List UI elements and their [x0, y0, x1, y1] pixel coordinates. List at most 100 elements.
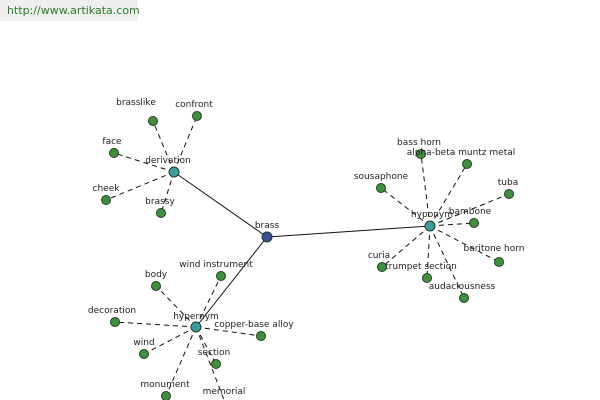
edge-hypernym-decoration: [114, 321, 197, 328]
leaf-node-decoration[interactable]: decoration: [88, 306, 136, 327]
edge-hypernym-monument: [165, 326, 197, 397]
leaf-node-brasslike[interactable]: brasslike: [116, 98, 158, 126]
leaf-label-decoration: decoration: [88, 306, 136, 316]
leaf-marker-baritone-horn[interactable]: [494, 257, 504, 267]
edge-derivation-brasslike: [152, 120, 175, 173]
leaf-marker-sousaphone[interactable]: [376, 183, 386, 193]
relation-label-hyponym: hyponym: [411, 210, 453, 220]
leaf-node-alpha-beta-muntz-metal[interactable]: alpha-beta muntz metal: [407, 148, 516, 169]
leaf-label-body: body: [145, 270, 168, 280]
leaf-node-tuba[interactable]: tuba: [498, 178, 518, 199]
leaf-node-sousaphone[interactable]: sousaphone: [354, 172, 409, 193]
leaf-label-trumpet-section: trumpet section: [385, 262, 457, 272]
center-marker-brass[interactable]: [261, 231, 273, 243]
edge-hyponym-curia: [381, 225, 431, 268]
edge-hyponym-baritone-horn: [429, 225, 500, 263]
relation-node-hypernym[interactable]: hypernym: [173, 312, 219, 333]
relation-label-hypernym: hypernym: [173, 312, 219, 322]
leaf-label-confront: confront: [175, 100, 213, 110]
leaf-node-wind-instrument[interactable]: wind instrument: [179, 260, 253, 281]
edge-hypernym-section: [195, 326, 217, 365]
source-url-link[interactable]: http://www.artikata.com: [7, 4, 140, 17]
leaf-node-wind[interactable]: wind: [133, 338, 155, 359]
relation-marker-hyponym[interactable]: [424, 220, 436, 232]
edge-brass-hypernym: [195, 236, 268, 328]
leaf-node-cheek[interactable]: cheek: [93, 184, 121, 205]
edge-hyponym-bass-horn: [420, 153, 431, 227]
leaf-node-copper-base-alloy[interactable]: copper-base alloy: [214, 320, 294, 341]
edge-hyponym-sousaphone: [380, 187, 431, 227]
leaf-marker-section[interactable]: [211, 359, 221, 369]
leaf-node-audaciousness[interactable]: audaciousness: [429, 282, 496, 303]
leaf-label-tuba: tuba: [498, 178, 518, 188]
edge-derivation-face: [113, 152, 175, 173]
leaf-label-brassy: brassy: [145, 197, 175, 207]
edge-hypernym-wind-instrument: [195, 275, 222, 328]
leaf-marker-cheek[interactable]: [101, 195, 111, 205]
center-node-brass[interactable]: brass: [255, 221, 280, 243]
edge-hyponym-audaciousness: [429, 225, 465, 299]
leaf-marker-face[interactable]: [109, 148, 119, 158]
leaf-marker-trumpet-section[interactable]: [422, 273, 432, 283]
nodes-layer: brasslike confront face cheek brassy bass hor…: [88, 98, 525, 400]
leaf-marker-tuba[interactable]: [504, 189, 514, 199]
leaf-label-wind: wind: [133, 338, 154, 348]
leaf-node-section[interactable]: section: [198, 348, 230, 369]
leaf-node-confront[interactable]: confront: [175, 100, 213, 121]
edge-derivation-cheek: [105, 171, 175, 201]
leaf-marker-bass-horn[interactable]: [416, 149, 426, 159]
leaf-node-monument[interactable]: monument: [140, 380, 190, 400]
leaf-node-bambone[interactable]: bambone: [449, 207, 492, 228]
leaf-label-curia: curia: [368, 251, 390, 261]
leaf-label-brasslike: brasslike: [116, 98, 156, 108]
leaf-node-bass-horn[interactable]: bass horn: [397, 138, 441, 159]
leaf-marker-brassy[interactable]: [156, 208, 166, 218]
relation-marker-hypernym[interactable]: [190, 321, 202, 333]
leaf-node-brassy[interactable]: brassy: [145, 197, 175, 218]
edge-derivation-confront: [173, 115, 198, 173]
edge-hyponym-bambone: [429, 222, 475, 227]
leaf-marker-curia[interactable]: [377, 262, 387, 272]
relation-node-hyponym[interactable]: hyponym: [411, 210, 453, 232]
edge-brass-derivation: [173, 171, 268, 238]
edge-hypernym-copper-base-alloy: [195, 326, 262, 337]
leaf-marker-wind-instrument[interactable]: [216, 271, 226, 281]
edges-layer: [105, 115, 510, 400]
edge-hypernym-memorial: [195, 326, 225, 400]
leaf-marker-wind[interactable]: [139, 349, 149, 359]
leaf-node-trumpet-section[interactable]: trumpet section: [385, 262, 457, 283]
leaf-marker-decoration[interactable]: [110, 317, 120, 327]
leaf-label-monument: monument: [140, 380, 190, 390]
leaf-marker-monument[interactable]: [161, 391, 171, 400]
edge-hypernym-wind: [143, 326, 197, 355]
leaf-label-section: section: [198, 348, 230, 358]
relation-marker-derivation[interactable]: [168, 166, 180, 178]
leaf-marker-confront[interactable]: [192, 111, 202, 121]
leaf-label-baritone-horn: baritone horn: [463, 244, 524, 254]
url-banner: http://www.artikata.com: [0, 0, 140, 21]
leaf-label-bambone: bambone: [449, 207, 492, 217]
leaf-marker-body[interactable]: [151, 281, 161, 291]
leaf-node-curia[interactable]: curia: [368, 251, 390, 272]
edge-hypernym-body: [155, 285, 197, 328]
leaf-node-baritone-horn[interactable]: baritone horn: [463, 244, 525, 267]
relation-node-derivation[interactable]: derivation: [145, 156, 191, 178]
leaf-marker-audaciousness[interactable]: [459, 293, 469, 303]
edge-derivation-brassy: [160, 171, 175, 214]
leaf-node-face[interactable]: face: [102, 137, 122, 158]
leaf-label-audaciousness: audaciousness: [429, 282, 496, 292]
leaf-label-wind-instrument: wind instrument: [179, 260, 253, 270]
relation-label-derivation: derivation: [145, 156, 191, 166]
edge-hyponym-alpha-beta-muntz-metal: [429, 163, 468, 227]
edge-brass-hyponym: [266, 225, 431, 238]
leaf-marker-copper-base-alloy[interactable]: [256, 331, 266, 341]
leaf-node-memorial[interactable]: memorial: [203, 387, 246, 400]
center-label-brass: brass: [255, 221, 280, 231]
leaf-label-alpha-beta-muntz-metal: alpha-beta muntz metal: [407, 148, 516, 158]
leaf-label-copper-base-alloy: copper-base alloy: [214, 320, 294, 330]
leaf-marker-bambone[interactable]: [469, 218, 479, 228]
leaf-node-body[interactable]: body: [145, 270, 168, 291]
leaf-marker-alpha-beta-muntz-metal[interactable]: [462, 159, 472, 169]
leaf-marker-brasslike[interactable]: [148, 116, 158, 126]
